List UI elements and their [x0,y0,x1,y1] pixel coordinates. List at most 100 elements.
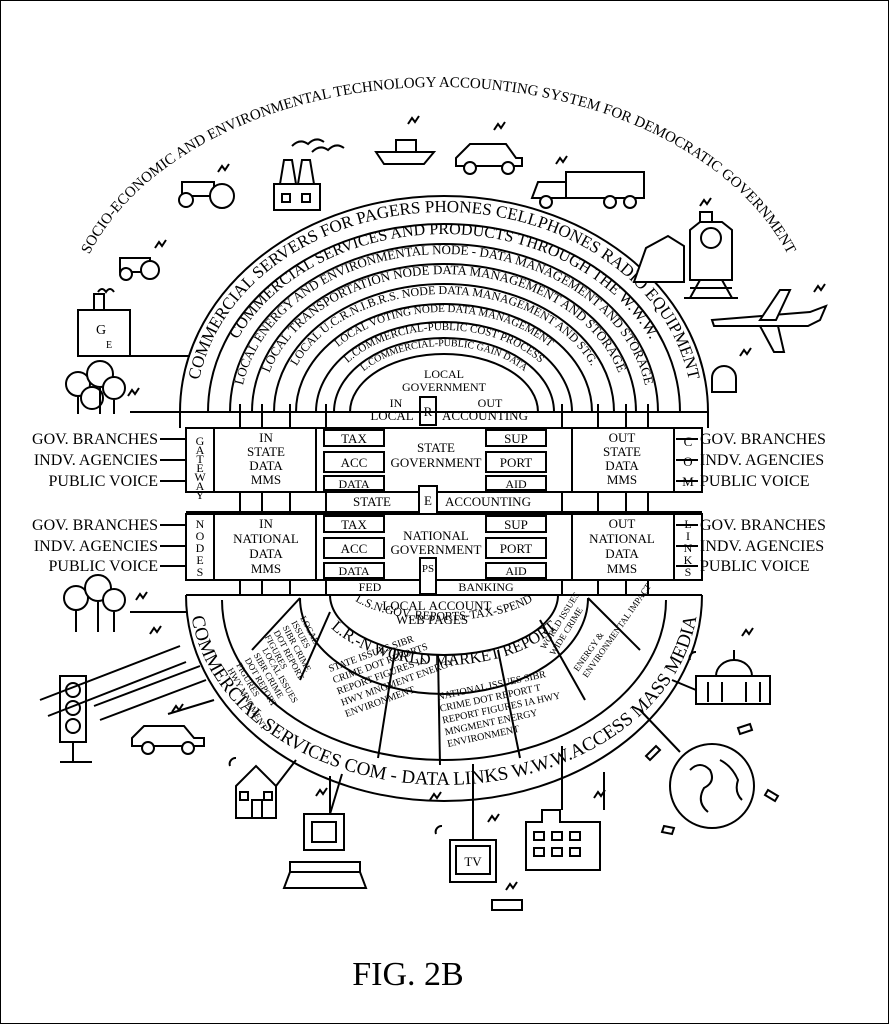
state-tax: TAX [341,431,367,446]
svg-text:INDV. AGENCIES: INDV. AGENCIES [34,538,158,555]
ship-icon [374,115,437,165]
car-icon [455,121,523,175]
national-in-line4: MMS [251,561,281,576]
factory-ge-icon: G E [77,288,190,357]
right-list-bottom: GOV. BRANCHES INDV. AGENCIES PUBLIC VOIC… [676,517,826,575]
svg-text:GOV. BRANCHES: GOV. BRANCHES [700,517,826,534]
state-acc: ACC [341,455,368,470]
house-icon [228,757,297,819]
svg-text:G: G [96,323,106,338]
local-gov-title-2: GOVERNMENT [402,380,487,394]
svg-text:E: E [106,340,112,351]
state-accounting-row: STATE E ACCOUNTING [186,485,702,515]
tractor-icon [119,239,167,281]
svg-text:GOV. BRANCHES: GOV. BRANCHES [32,431,158,448]
state-in-line4: MMS [251,472,281,487]
tractor-2-icon [178,163,235,209]
power-plant-icon [273,138,345,211]
wedge-national-issues: NATIONAL ISSUES SIBR CRIME DOT REPORT T … [436,669,561,750]
trees-2-icon [63,574,186,632]
train-icon [632,197,738,299]
local-gov-title: LOCAL [424,367,464,381]
state-in-line3: DATA [249,458,283,473]
national-acc: ACC [341,541,368,556]
svg-text:INDV. AGENCIES: INDV. AGENCIES [34,452,158,469]
fed-label: FED [359,580,382,594]
state-port: PORT [500,455,533,470]
state-out-line4: MMS [607,472,637,487]
national-tax: TAX [341,517,367,532]
national-gov-title: NATIONAL [403,528,469,543]
national-data: DATA [338,564,369,578]
state-gov-title: STATE [417,440,455,455]
globe-icon [639,709,780,836]
fed-banking-row: FED BANKING [186,580,702,596]
svg-text:TV: TV [464,854,482,869]
local-gov-out: OUT [478,396,503,410]
figure-label: FIG. 2B [352,956,463,993]
state-accounting: ACCOUNTING [445,494,531,509]
svg-text:GOV. BRANCHES: GOV. BRANCHES [32,517,158,534]
national-aid: AID [505,564,527,578]
right-list-top: GOV. BRANCHES INDV. AGENCIES PUBLIC VOIC… [676,431,826,490]
local-gov-accounting: ACCOUNTING [442,408,528,423]
local-gov-in: IN [390,396,403,410]
wedge-state-issues: STATE ISSUES SIBR CRIME DOT REPORTS REPO… [327,634,456,720]
svg-text:GOV. BRANCHES: GOV. BRANCHES [700,431,826,448]
bottom-web-pages: WEB PAGES [396,612,468,627]
computer-icon [282,773,368,889]
national-out-line3: DATA [605,546,639,561]
traffic-light-icon [39,625,207,763]
observatory-icon [711,347,752,393]
car-2-icon [131,703,205,755]
upper-separator [179,404,709,428]
tv-icon: TV [429,764,500,883]
state-out-line1: OUT [609,430,636,445]
national-sup: SUP [504,517,528,532]
svg-text:PUBLIC VOICE: PUBLIC VOICE [700,558,810,575]
wedge-energy: ENERGY & ENVIRONMENTAL IMPACT [571,581,653,679]
national-out-line1: OUT [609,516,636,531]
local-gov-local: LOCAL [370,408,413,423]
left-list-top: GOV. BRANCHES INDV. AGENCIES PUBLIC VOIC… [32,431,186,490]
state-in-line1: IN [259,430,273,445]
state-out-line2: STATE [603,444,641,459]
lower-connectors [167,699,605,814]
truck-icon [530,155,645,209]
svg-text:INDV. AGENCIES: INDV. AGENCIES [700,538,824,555]
national-out-line2: NATIONAL [589,531,655,546]
state-aid: AID [505,477,527,491]
trees-icon [65,360,186,414]
state-gov-title-2: GOVERNMENT [391,455,482,470]
capitol-icon [671,627,771,705]
national-in-line3: DATA [249,546,283,561]
national-in-line1: IN [259,516,273,531]
left-list-bottom: GOV. BRANCHES INDV. AGENCIES PUBLIC VOIC… [32,517,186,575]
state-label: STATE [353,494,391,509]
state-data: DATA [338,477,369,491]
svg-text:PUBLIC VOICE: PUBLIC VOICE [49,558,159,575]
national-letter: PS [422,563,434,575]
svg-text:PUBLIC VOICE: PUBLIC VOICE [700,473,810,490]
svg-text:INDV. AGENCIES: INDV. AGENCIES [700,452,824,469]
banking-label: BANKING [458,580,514,594]
national-port: PORT [500,541,533,556]
national-in-line2: NATIONAL [233,531,299,546]
state-in-line2: STATE [247,444,285,459]
airplane-icon [710,283,828,353]
national-out-line4: MMS [607,561,637,576]
state-letter: E [424,493,432,508]
state-out-line3: DATA [605,458,639,473]
national-gov-title-2: GOVERNMENT [391,542,482,557]
state-sup: SUP [504,431,528,446]
local-government: LOCAL GOVERNMENT IN OUT LOCAL R ACCOUNTI… [370,367,528,426]
bottom-local: LOCAL [382,598,425,613]
bottom-account: ACCOUNT [429,598,492,613]
pager-icon [491,881,523,911]
